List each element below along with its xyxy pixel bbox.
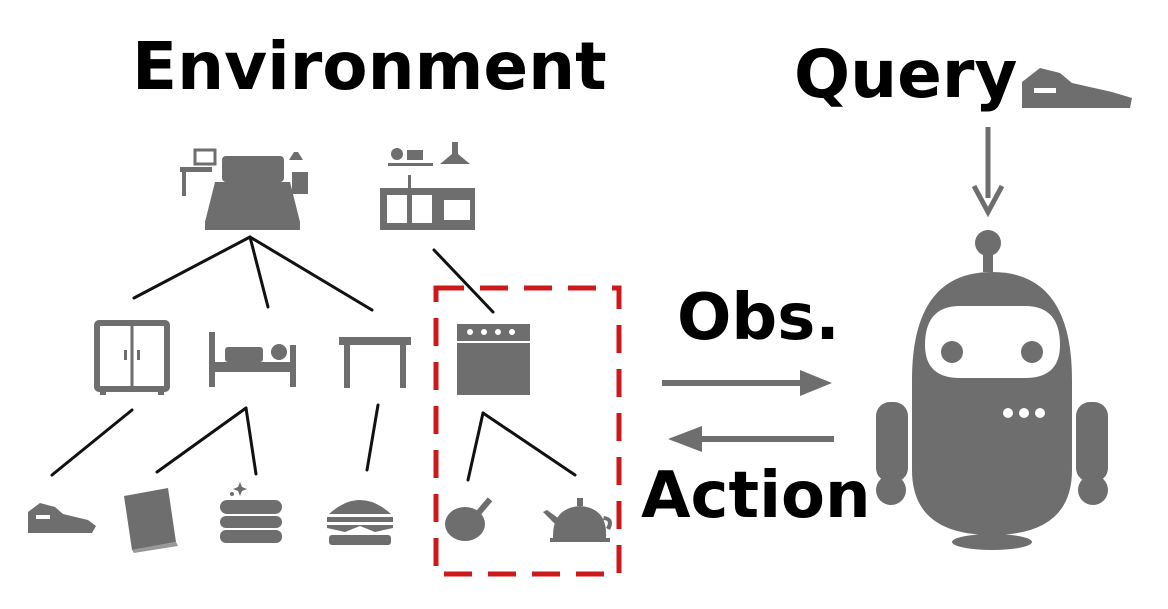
- observation-label: Obs.: [677, 281, 840, 355]
- action-arrow: [668, 426, 834, 452]
- shoe-icon: [28, 503, 96, 533]
- query-arrow: [971, 127, 1005, 218]
- highlight-box: [433, 285, 622, 577]
- observation-arrow: [662, 370, 832, 396]
- wardrobe-icon: [94, 320, 170, 395]
- towel-icon: [220, 482, 282, 543]
- bed-icon: [209, 332, 296, 387]
- robot-icon: [876, 230, 1108, 550]
- stove-icon: [457, 324, 530, 395]
- query-shoe-icon: [1022, 68, 1132, 108]
- frying-pan-icon: [445, 497, 493, 541]
- table-icon: [339, 337, 411, 388]
- kettle-icon: [543, 498, 612, 542]
- kitchen-icon: [380, 142, 475, 230]
- action-label: Action: [641, 459, 871, 533]
- burger-icon: [327, 500, 393, 545]
- tree-edges: [50, 235, 577, 482]
- query-label: Query: [794, 36, 1018, 113]
- environment-title: Environment: [132, 28, 607, 105]
- bedroom-icon: [180, 148, 308, 230]
- book-icon: [124, 488, 178, 553]
